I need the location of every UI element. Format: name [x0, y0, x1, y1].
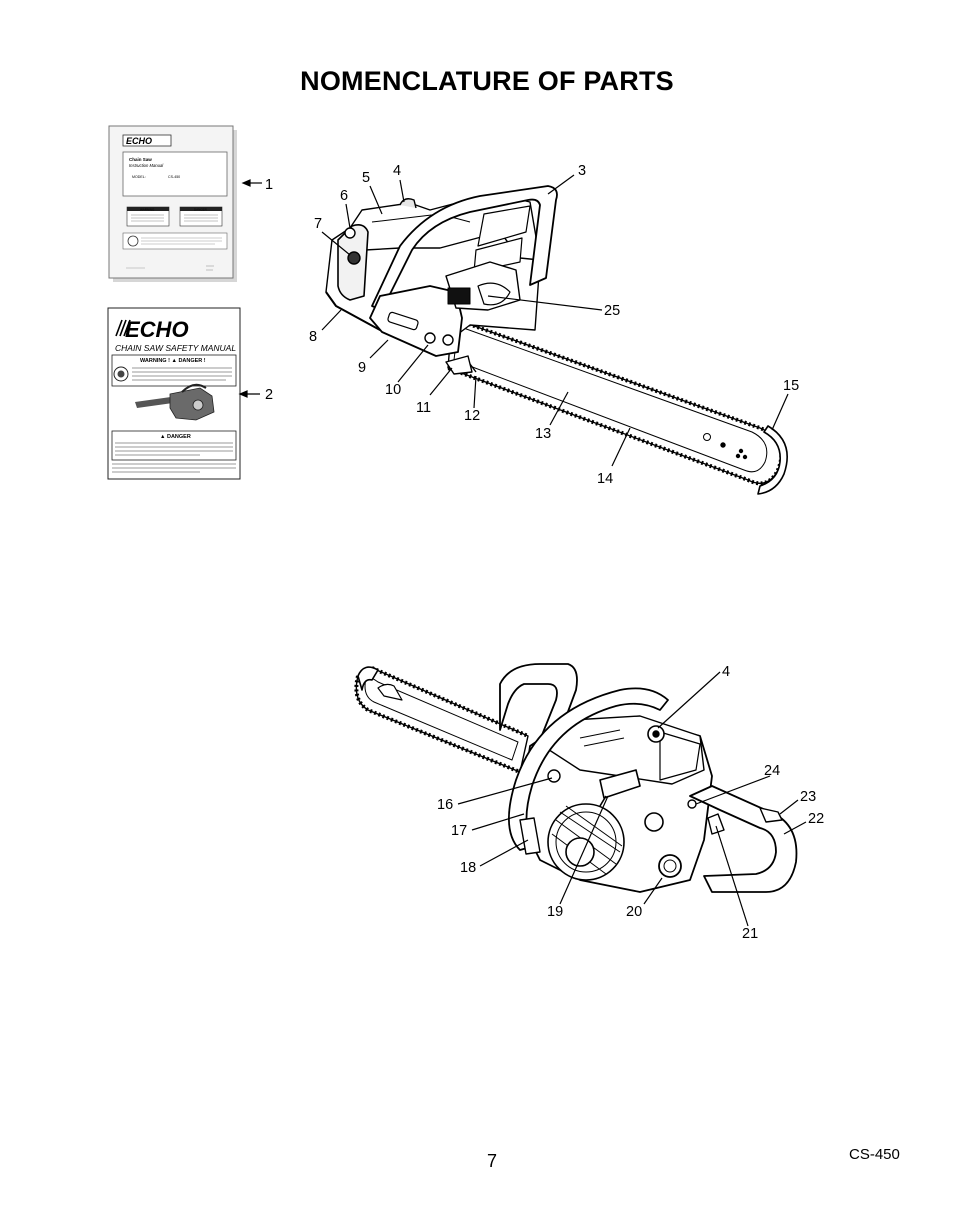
callout-2: 2: [265, 387, 273, 403]
callout-6: 6: [340, 188, 348, 204]
page-title: NOMENCLATURE OF PARTS: [300, 66, 674, 96]
page-number: 7: [486, 1151, 497, 1171]
callout-20: 20: [626, 904, 642, 920]
callout-numbers-top: 1 2 3 4 5 6 7 8 9 10 11 12 13 14 15 25: [265, 163, 799, 487]
callout-19: 19: [547, 904, 563, 920]
mini-chainsaw-picture: [135, 383, 215, 421]
callout-23: 23: [800, 789, 816, 805]
callout-4: 4: [393, 163, 401, 179]
manual-2-danger-header: ▲ DANGER: [160, 434, 191, 440]
manual-1-model-label: MODEL:: [132, 175, 146, 179]
callout-21: 21: [742, 926, 758, 942]
callout-5: 5: [362, 170, 370, 186]
manual-1-danger: DANGER: [194, 208, 208, 212]
manual-1-line1: Chain Saw: [129, 157, 152, 162]
callout-25: 25: [604, 303, 620, 319]
callout-15: 15: [783, 378, 799, 394]
callout-7: 7: [314, 216, 322, 232]
manual-callout-arrows: [238, 179, 262, 398]
bottom-leader-lines: [457, 671, 807, 927]
callout-18: 18: [460, 860, 476, 876]
top-leader-lines: [321, 174, 789, 467]
callout-17: 17: [451, 823, 467, 839]
callout-14: 14: [597, 471, 613, 487]
callout-12: 12: [464, 408, 480, 424]
manual-1-brand: ECHO: [126, 136, 152, 146]
manual-2-warning-header: WARNING ! ▲ DANGER !: [140, 358, 206, 364]
callout-11: 11: [416, 400, 431, 416]
manual-2-brand: ECHO: [125, 317, 189, 342]
callout-3: 3: [578, 163, 586, 179]
manual-1-model-value: CS-450: [168, 175, 180, 179]
callout-10: 10: [385, 382, 401, 398]
callout-13: 13: [535, 426, 551, 442]
manual-1-warning: WARNING: [140, 208, 155, 212]
instruction-manual-illustration: ECHO Chain Saw Instruction Manual MODEL:…: [108, 125, 237, 282]
callout-4-bottom: 4: [722, 664, 730, 680]
callout-24: 24: [764, 763, 780, 779]
callout-numbers-bottom: 4 16 17 18 19 20 21 22 23 24: [437, 664, 824, 942]
chainsaw-side-view: [325, 185, 788, 495]
chainsaw-opposite-view: [354, 663, 798, 893]
safety-manual-illustration: ECHO CHAIN SAW SAFETY MANUAL WARNING ! ▲…: [107, 307, 241, 480]
model-code: CS-450: [849, 1146, 900, 1163]
callout-8: 8: [309, 329, 317, 345]
manual-1-line2: Instruction Manual: [129, 163, 164, 168]
callout-9: 9: [358, 360, 366, 376]
callout-1: 1: [265, 177, 273, 193]
manual-2-subtitle: CHAIN SAW SAFETY MANUAL: [115, 343, 236, 353]
callout-22: 22: [808, 811, 824, 827]
callout-16: 16: [437, 797, 453, 813]
